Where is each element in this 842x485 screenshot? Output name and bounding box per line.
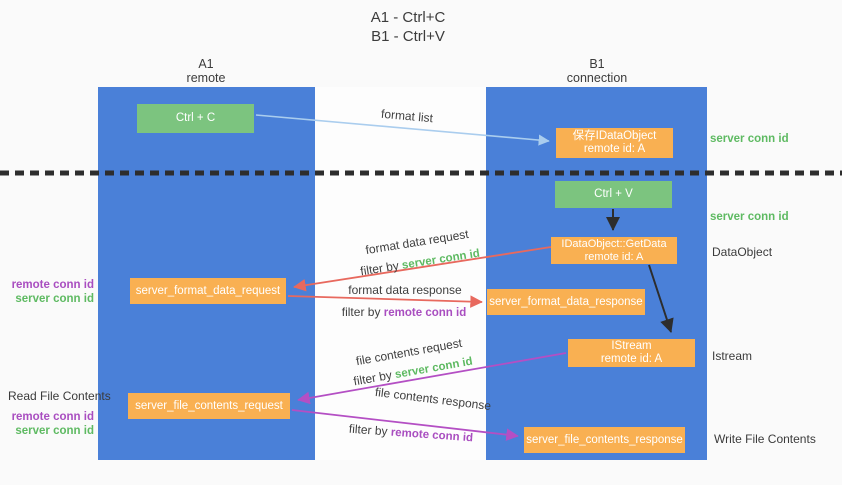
server-conn-id-annotation: server conn id	[15, 425, 94, 437]
save-idataobject-box: 保存IDataObject remote id: A	[556, 128, 673, 158]
istream-line1: IStream	[611, 340, 652, 352]
istream-line2: remote id: A	[600, 353, 663, 365]
ctrl-v-label: Ctrl + V	[594, 188, 633, 200]
format-data-response-label: format data response	[348, 283, 462, 297]
server-conn-id-annotation: server conn id	[15, 293, 94, 305]
server-format-data-request-box: server_format_data_request	[130, 278, 286, 304]
format-list-arrow	[255, 114, 550, 146]
title-line-b1: B1 - Ctrl+V	[371, 28, 445, 45]
getdata-line1: IDataObject::GetData	[561, 237, 667, 250]
getdata-line2: remote id: A	[584, 250, 644, 263]
server-format-data-response-label: server_format_data_response	[489, 295, 643, 308]
lifeline-header-b1: B1 connection	[547, 57, 647, 85]
lifeline-b1-subtitle: connection	[566, 71, 628, 85]
istream-box: IStream remote id: A	[568, 339, 695, 367]
remote-conn-id-annotation: remote conn id	[11, 411, 94, 423]
save-idataobject-line2: remote id: A	[583, 143, 646, 155]
server-conn-id-annotation-mid: server conn id	[710, 211, 789, 223]
format-data-request-arrow	[293, 246, 552, 292]
ctrl-c-box: Ctrl + C	[137, 104, 254, 133]
dataobject-annotation: DataObject	[712, 245, 773, 259]
format-data-response-arrow	[287, 295, 483, 308]
server-conn-id-annotation-top: server conn id	[710, 133, 789, 145]
getdata-box: IDataObject::GetData remote id: A	[551, 237, 677, 264]
istream-annotation: Istream	[712, 349, 753, 363]
diagram-title: A1 - Ctrl+C B1 - Ctrl+V	[308, 8, 508, 46]
conn-id-annotation-left-mid: remote conn id server conn id	[0, 278, 94, 306]
server-file-contents-response-label: server_file_contents_response	[526, 433, 683, 446]
server-file-contents-request-box: server_file_contents_request	[128, 393, 290, 419]
save-idataobject-line1: 保存IDataObject	[572, 130, 657, 142]
filter-by-text: filter by	[348, 421, 388, 439]
lifeline-a1-subtitle: remote	[186, 71, 226, 85]
server-file-contents-response-box: server_file_contents_response	[524, 427, 685, 453]
remote-conn-id-annotation: remote conn id	[11, 279, 94, 291]
lifeline-header-a1: A1 remote	[156, 57, 256, 85]
lifeline-a1-name: A1	[198, 57, 214, 71]
read-file-contents-annotation: Read File Contents	[8, 389, 111, 403]
middle-band	[315, 87, 486, 460]
filter-by-remote-conn-id-label-1: filter by remote conn id	[342, 305, 466, 319]
getdata-to-istream-arrow	[648, 264, 674, 333]
file-contents-request-arrow	[297, 352, 567, 405]
server-format-data-response-box: server_format_data_response	[487, 289, 645, 315]
lifeline-b1-name: B1	[589, 57, 605, 71]
server-file-contents-request-label: server_file_contents_request	[135, 399, 283, 412]
remote-conn-id-text: remote conn id	[383, 307, 467, 319]
file-contents-response-arrow	[291, 409, 519, 441]
conn-id-annotation-left-bottom: remote conn id server conn id	[0, 410, 94, 438]
write-file-contents-annotation: Write File Contents	[714, 432, 816, 446]
ctrl-v-box: Ctrl + V	[555, 181, 672, 208]
server-format-data-request-label: server_format_data_request	[135, 284, 281, 297]
filter-by-text: filter by	[341, 305, 381, 319]
ctrl-c-label: Ctrl + C	[175, 112, 216, 124]
title-line-a1: A1 - Ctrl+C	[370, 9, 446, 26]
